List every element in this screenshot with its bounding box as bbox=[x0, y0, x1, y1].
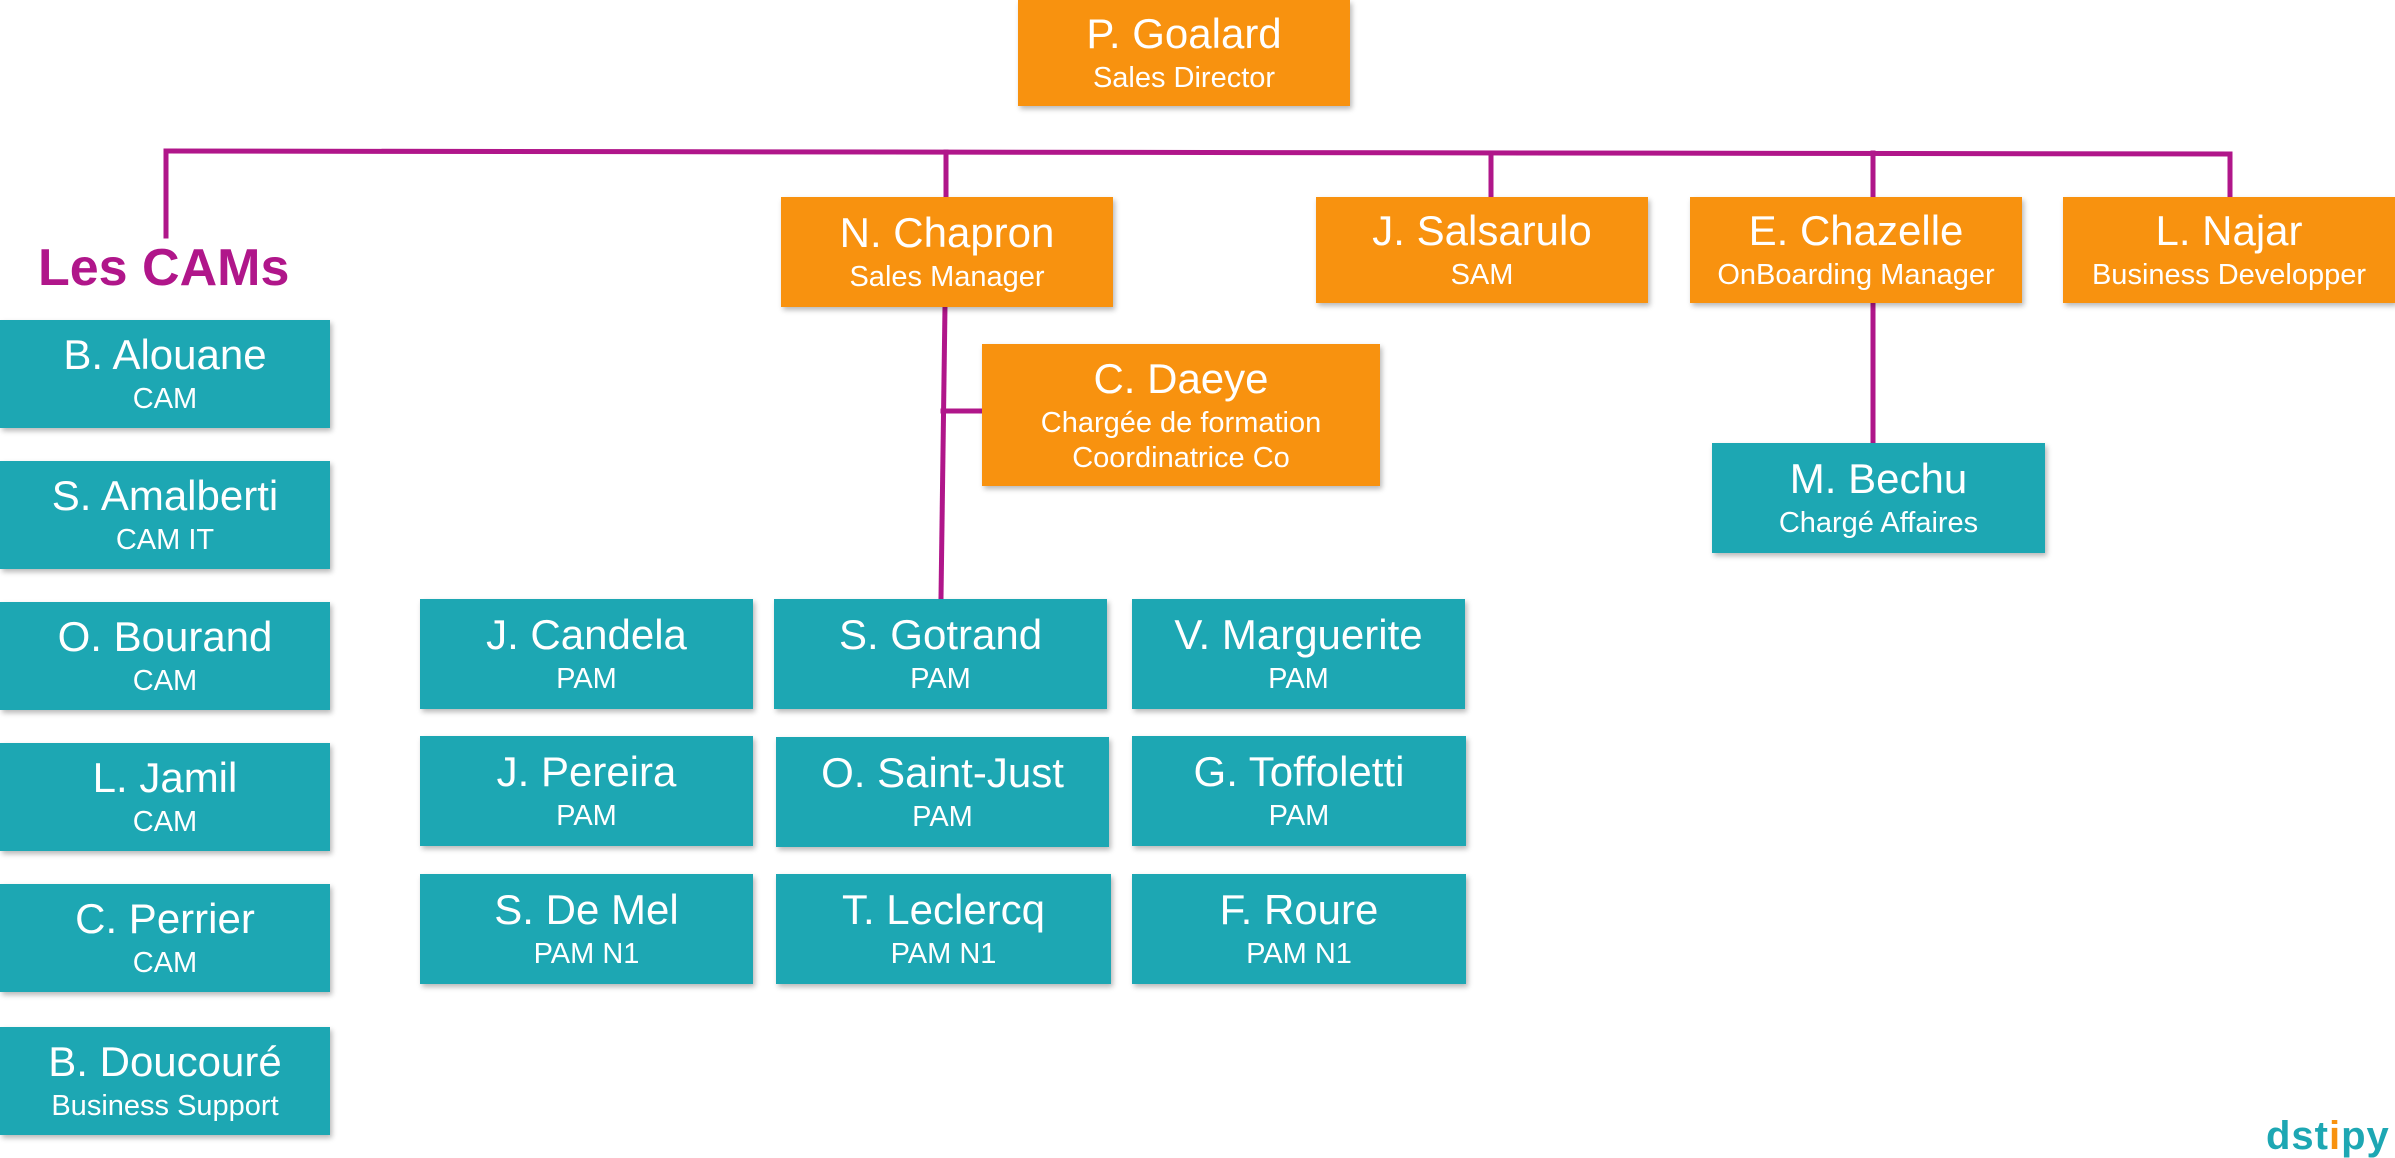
connector-chapron-trunk bbox=[938, 303, 948, 601]
cam-name: C. Perrier bbox=[75, 895, 255, 943]
logo-text-part2: i bbox=[2329, 1114, 2342, 1158]
training-role-line2: Coordinatrice Co bbox=[1072, 442, 1290, 475]
cam-role: CAM bbox=[132, 383, 198, 416]
pam-role: PAM bbox=[556, 663, 617, 696]
pam-role: PAM bbox=[1268, 663, 1329, 696]
cam-box: L. Jamil CAM bbox=[0, 743, 330, 851]
pam-box: S. De Mel PAM N1 bbox=[420, 874, 753, 984]
pam-name: J. Pereira bbox=[496, 748, 677, 796]
cam-role: CAM bbox=[132, 806, 198, 839]
cam-name: L. Jamil bbox=[92, 754, 238, 802]
cam-role: CAM bbox=[132, 947, 198, 980]
manager-box: J. Salsarulo SAM bbox=[1316, 197, 1648, 303]
pam-role: PAM bbox=[912, 801, 973, 834]
manager-role: Business Developper bbox=[2091, 259, 2367, 292]
pam-name: V. Marguerite bbox=[1174, 611, 1423, 659]
cam-role: CAM IT bbox=[115, 524, 215, 557]
pam-name: T. Leclercq bbox=[841, 886, 1046, 934]
pam-box: S. Gotrand PAM bbox=[774, 599, 1107, 709]
manager-role: SAM bbox=[1450, 259, 1514, 292]
pam-role: PAM N1 bbox=[533, 938, 640, 971]
manager-box: E. Chazelle OnBoarding Manager bbox=[1690, 197, 2022, 303]
logo-text-part1: dst bbox=[2266, 1114, 2329, 1158]
cam-role: Business Support bbox=[51, 1090, 279, 1123]
pam-role: PAM bbox=[1268, 800, 1330, 833]
pam-role: PAM bbox=[910, 663, 971, 696]
pam-name: F. Roure bbox=[1219, 886, 1379, 934]
pam-name: S. De Mel bbox=[494, 886, 679, 934]
cam-name: B. Alouane bbox=[63, 331, 267, 379]
connector-main-bus bbox=[163, 148, 2233, 157]
training-role-line1: Chargée de formation bbox=[1040, 406, 1322, 439]
onboarding-report-name: M. Bechu bbox=[1789, 455, 1968, 503]
director-box: P. Goalard Sales Director bbox=[1018, 0, 1350, 106]
logo-text-part3: py bbox=[2341, 1114, 2390, 1158]
company-logo: dstipy bbox=[2266, 1116, 2390, 1156]
director-role: Sales Director bbox=[1092, 62, 1276, 95]
pam-box: J. Pereira PAM bbox=[420, 736, 753, 846]
manager-role: Sales Manager bbox=[849, 261, 1045, 294]
manager-name: L. Najar bbox=[2155, 207, 2303, 255]
onboarding-report-box: M. Bechu Chargé Affaires bbox=[1712, 443, 2045, 553]
pam-box: O. Saint-Just PAM bbox=[776, 737, 1109, 847]
manager-name: N. Chapron bbox=[839, 209, 1055, 257]
manager-box: N. Chapron Sales Manager bbox=[781, 197, 1113, 307]
training-box: C. Daeye Chargée de formation Coordinatr… bbox=[982, 344, 1380, 486]
cam-box: S. Amalberti CAM IT bbox=[0, 461, 330, 569]
cam-name: O. Bourand bbox=[57, 613, 273, 661]
pam-name: G. Toffoletti bbox=[1193, 748, 1405, 796]
pam-box: F. Roure PAM N1 bbox=[1132, 874, 1466, 984]
pam-box: V. Marguerite PAM bbox=[1132, 599, 1465, 709]
pam-name: S. Gotrand bbox=[838, 611, 1043, 659]
cam-name: B. Doucouré bbox=[48, 1038, 282, 1086]
cam-box: B. Doucouré Business Support bbox=[0, 1027, 330, 1135]
pam-role: PAM bbox=[556, 800, 617, 833]
director-name: P. Goalard bbox=[1086, 10, 1282, 58]
cams-section-title: Les CAMs bbox=[38, 239, 290, 297]
manager-name: J. Salsarulo bbox=[1372, 207, 1592, 255]
manager-role: OnBoarding Manager bbox=[1717, 259, 1995, 292]
pam-box: T. Leclercq PAM N1 bbox=[776, 874, 1111, 984]
pam-role: PAM N1 bbox=[1246, 938, 1352, 971]
cam-name: S. Amalberti bbox=[51, 472, 279, 520]
cam-role: CAM bbox=[132, 665, 198, 698]
pam-box: J. Candela PAM bbox=[420, 599, 753, 709]
pam-name: O. Saint-Just bbox=[821, 749, 1064, 797]
cam-box: C. Perrier CAM bbox=[0, 884, 330, 992]
training-name: C. Daeye bbox=[1093, 354, 1269, 402]
manager-box: L. Najar Business Developper bbox=[2063, 197, 2395, 303]
pam-name: J. Candela bbox=[486, 611, 687, 659]
cam-box: B. Alouane CAM bbox=[0, 320, 330, 428]
pam-role: PAM N1 bbox=[890, 938, 997, 971]
onboarding-report-role: Chargé Affaires bbox=[1778, 507, 1979, 540]
pam-box: G. Toffoletti PAM bbox=[1132, 736, 1466, 846]
manager-name: E. Chazelle bbox=[1748, 207, 1964, 255]
cam-box: O. Bourand CAM bbox=[0, 602, 330, 710]
